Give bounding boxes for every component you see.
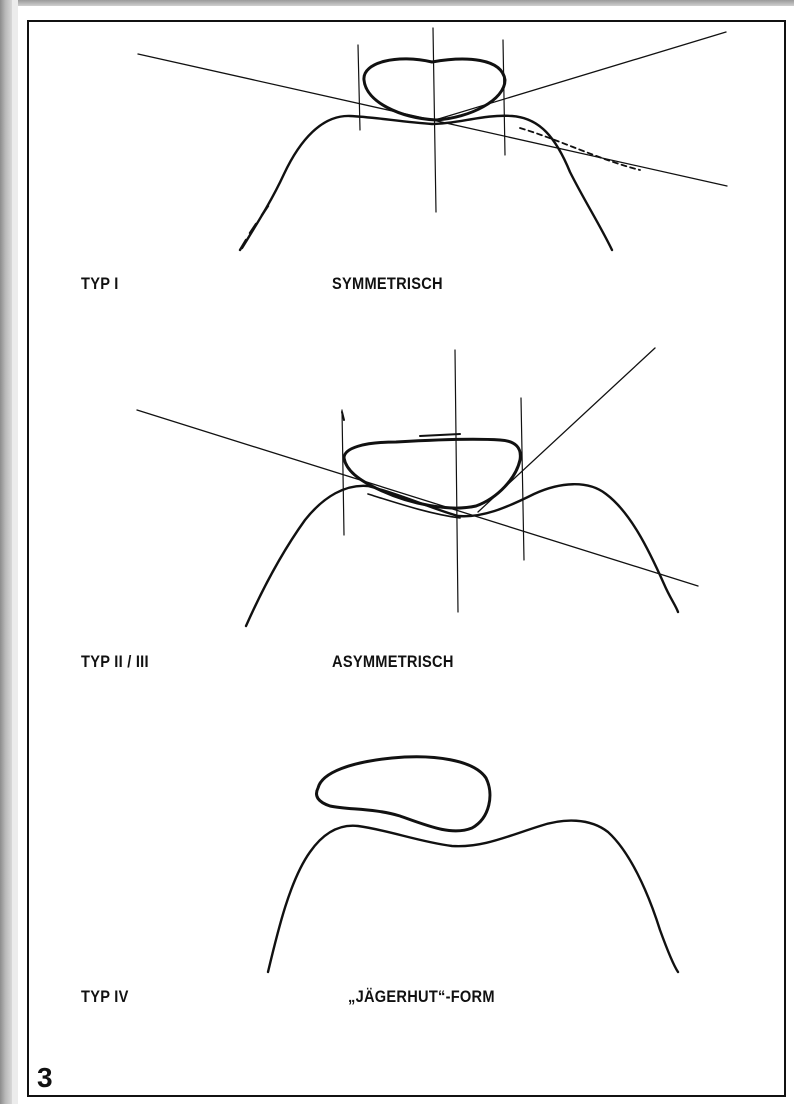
type-label-2: TYP II / III	[81, 652, 149, 672]
type-label-1: TYP I	[81, 274, 119, 294]
femur-dashed-left	[240, 206, 268, 250]
patella-outline	[344, 439, 520, 508]
tangent-line-left	[137, 410, 698, 586]
femur-inner-contour	[368, 494, 460, 518]
femur-outline	[246, 484, 678, 626]
femur-outline	[242, 116, 612, 250]
panel-type-2-3-drawing	[137, 348, 698, 626]
vertical-axis-left	[342, 410, 344, 535]
shape-label-2: ASYMMETRISCH	[332, 652, 454, 672]
vertical-axis-center	[455, 350, 458, 612]
femur-outline	[268, 821, 678, 972]
femur-dashed-right	[520, 128, 640, 170]
panel-type-4-drawing	[268, 757, 678, 972]
panel-type-1-drawing	[138, 28, 727, 250]
shape-label-3: „JÄGERHUT“-FORM	[348, 987, 495, 1007]
shape-label-1: SYMMETRISCH	[332, 274, 443, 294]
vertical-axis-right	[521, 398, 524, 560]
tangent-line-right	[435, 32, 726, 120]
patella-ridge-mark	[420, 434, 460, 436]
vertical-axis-right	[503, 40, 505, 155]
figure-number: 3	[37, 1062, 53, 1094]
patella-outline	[317, 757, 490, 831]
type-label-3: TYP IV	[81, 987, 129, 1007]
